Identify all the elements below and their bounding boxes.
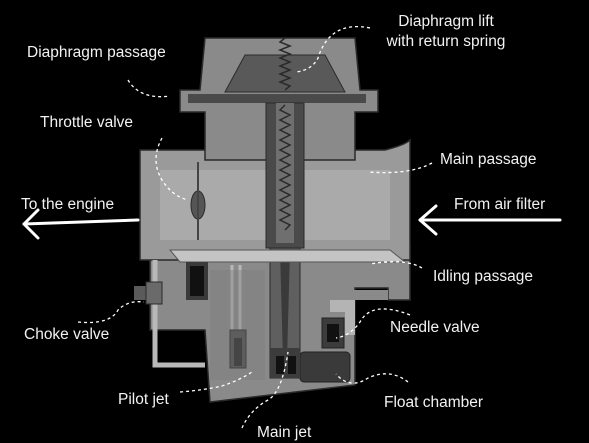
label-throttle-valve: Throttle valve bbox=[40, 114, 134, 131]
label-main-passage: Main passage bbox=[440, 151, 537, 168]
from-air-filter-arrow bbox=[418, 204, 562, 236]
label-float-chamber: Float chamber bbox=[384, 394, 484, 411]
leader-throttle-valve bbox=[155, 137, 189, 201]
leader-main-jet bbox=[241, 351, 289, 429]
label-needle-valve: Needle valve bbox=[390, 319, 480, 336]
leader-diaphragm-passage bbox=[127, 79, 171, 98]
label-diaphragm-lift-line2: with return spring bbox=[386, 33, 506, 50]
carburetor-body bbox=[134, 37, 411, 403]
to-engine-arrow bbox=[22, 208, 140, 240]
label-main-jet: Main jet bbox=[257, 424, 312, 441]
label-diaphragm-lift-line1: Diaphragm lift bbox=[398, 13, 494, 30]
label-idling-passage: Idling passage bbox=[433, 268, 533, 285]
leader-needle-valve bbox=[335, 308, 411, 339]
leader-float-chamber bbox=[335, 373, 409, 384]
leader-choke-valve bbox=[77, 301, 145, 324]
label-pilot-jet: Pilot jet bbox=[118, 391, 169, 408]
label-from-air-filter: From air filter bbox=[454, 196, 546, 213]
label-to-the-engine: To the engine bbox=[21, 196, 115, 213]
label-diaphragm-lift: Diaphragm lift with return spring bbox=[352, 12, 540, 52]
label-diaphragm-passage: Diaphragm passage bbox=[27, 44, 166, 61]
label-choke-valve: Choke valve bbox=[24, 326, 110, 343]
leader-diaphragm-lift bbox=[295, 26, 371, 73]
leader-pilot-jet bbox=[179, 371, 253, 393]
